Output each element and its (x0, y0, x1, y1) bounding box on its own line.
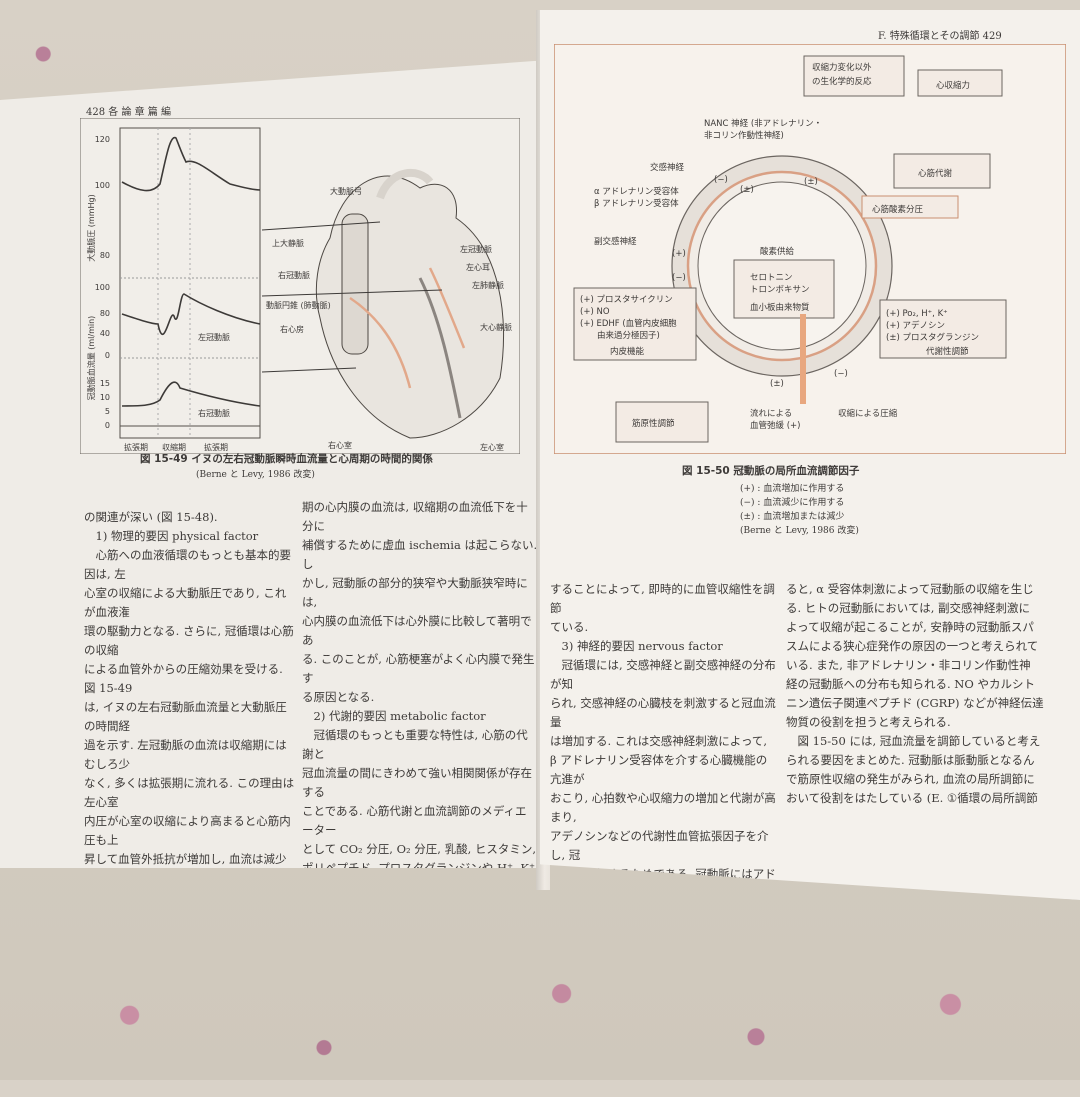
label-thromboxane: トロンボキサン (750, 285, 810, 295)
label-aortic-arch: 大動脈弓 (330, 186, 362, 196)
label-right-atrium: 右心房 (280, 324, 304, 334)
label-edhf-1: (+) EDHF (血管内皮細胞 (580, 318, 677, 329)
tick-mid-1: 80 (100, 309, 110, 318)
tick-mid-3: 0 (105, 351, 110, 360)
label-serotonin: セロトニン (750, 273, 793, 283)
right-page: F. 特殊循環とその調節 429 収縮力変化以外 の生化学的反応 心収縮力 心筋… (540, 10, 1080, 900)
label-prostaglandin: (±) プロスタグランジン (886, 332, 979, 343)
left-page-header: 428 各 論 章 篇 編 (86, 107, 171, 118)
fig-15-49-caption: 図 15-49 イヌの左右冠動脈瞬時血流量と心周期の時間的関係 (140, 453, 433, 465)
tick-top-0: 120 (95, 135, 110, 144)
label-metabolism: 心筋代謝 (918, 168, 953, 179)
phase-systole: 収縮期 (162, 442, 186, 452)
label-sympathetic: 交感神経 (650, 162, 685, 173)
figure-15-49: 120 100 80 100 80 40 0 15 10 5 0 大動脈圧 (m… (80, 118, 520, 454)
label-parasympathetic: 副交感神経 (594, 236, 637, 247)
sign-6: (−) (834, 369, 848, 379)
y-label-aortic: 大動脈圧 (mmHg) (86, 194, 96, 261)
label-flow-dil-2: 血管弛緩 (+) (750, 420, 800, 431)
label-great-cardiac-vein: 大心静脈 (480, 322, 512, 332)
fig-15-49-source: (Berne と Levy, 1986 改変) (196, 470, 315, 480)
phase-diastole-1: 拡張期 (124, 442, 148, 452)
box-myocardial-o2 (861, 195, 959, 219)
label-platelet: 血小板由来物質 (750, 302, 810, 313)
left-page: 428 各 論 章 篇 編 120 100 80 100 80 40 0 15 … (0, 60, 548, 868)
fig-15-50-legend-3: (Berne と Levy, 1986 改変) (740, 526, 859, 536)
sign-2: (±) (804, 177, 818, 187)
phase-diastole-2: 拡張期 (204, 442, 228, 452)
tick-mid-0: 100 (95, 283, 110, 292)
y-label-coronary: 冠動脈血流量 (ml/min) (86, 316, 96, 401)
label-conus: 動脈円錐 (肺動脈) (266, 300, 331, 310)
tick-bot-1: 10 (100, 393, 110, 402)
sign-1: (±) (740, 185, 754, 195)
label-metabolic-reg: 代謝性調節 (926, 346, 969, 357)
figure-arrows (261, 221, 443, 373)
label-flow-dil-1: 流れによる (750, 408, 792, 419)
fig-15-50-legend-1: (−) : 血流減少に作用する (740, 498, 845, 508)
heart-illustration (315, 169, 505, 439)
tick-mid-2: 40 (100, 329, 110, 338)
flow-arrow (800, 314, 806, 404)
tick-top-2: 80 (100, 251, 110, 260)
label-endothelium: 内皮機能 (610, 346, 645, 357)
tick-top-1: 100 (95, 181, 110, 190)
label-left-auricle: 左心耳 (466, 262, 490, 272)
fig-15-50-caption: 図 15-50 冠動脈の局所血流調節因子 (682, 465, 860, 477)
sign-0: (−) (714, 175, 728, 185)
label-edhf-2: 由来過分極因子) (580, 330, 660, 341)
figure-15-50: 収縮力変化以外 の生化学的反応 心収縮力 心筋代謝 心筋酸素分圧 NANC 神経… (554, 44, 1066, 454)
label-nanc-2: 非コリン作動性神経) (704, 130, 784, 141)
label-no: (+) NO (580, 307, 610, 317)
label-adenosine: (+) アデノシン (886, 320, 945, 331)
fig-15-50-legend-2: (±) : 血流増加または減少 (740, 512, 845, 522)
y-axis-tick-labels: 120 100 80 100 80 40 0 15 10 5 0 (95, 135, 110, 430)
box-myogenic (615, 401, 709, 443)
label-compression: 収縮による圧縮 (838, 408, 898, 419)
label-nanc-1: NANC 神経 (非アドレナリン・ (704, 118, 822, 129)
tick-bot-2: 5 (105, 407, 110, 416)
aortic-pressure-curve (121, 136, 261, 192)
box-contractility (917, 69, 1003, 97)
figure-15-50-labels: 収縮力変化以外 の生化学的反応 心収縮力 心筋代謝 心筋酸素分圧 NANC 神経… (580, 62, 979, 431)
label-rca: 右冠動脈 (278, 270, 310, 280)
label-left-pulm-vein: 左肺静脈 (472, 280, 504, 290)
label-o2-supply: 酸素供給 (760, 246, 795, 257)
label-right-coronary: 右冠動脈 (198, 408, 230, 418)
label-beta: β アドレナリン受容体 (594, 198, 679, 209)
right-coronary-flow-curve (121, 381, 261, 407)
label-prostacyclin: (+) プロスタサイクリン (580, 295, 673, 305)
sign-4: (−) (672, 273, 686, 283)
label-biochem-1: 収縮力変化以外 (812, 62, 872, 73)
label-biochem-2: の生化学的反応 (812, 76, 872, 87)
label-contractility: 心収縮力 (936, 80, 970, 91)
label-po2: (+) Po₂, H⁺, K⁺ (886, 309, 948, 319)
left-page-column-1: の関連が深い (図 15-48). 1) 物理的要因 physical fact… (84, 510, 295, 1094)
label-alpha: α アドレナリン受容体 (594, 186, 679, 197)
box-metabolic-reg (879, 299, 1007, 359)
tick-bot-3: 0 (105, 421, 110, 430)
sign-3: (+) (672, 249, 686, 259)
left-page-column-2: 期の心内膜の血流は, 収縮期の血流低下を十分に 補償するために虚血 ischem… (302, 500, 538, 868)
box-myocardial-metabolism (893, 153, 991, 189)
sign-5: (±) (770, 379, 784, 389)
tick-bot-0: 15 (100, 379, 110, 388)
label-right-ventricle: 右心室 (328, 440, 352, 450)
box-platelet-factors (733, 259, 835, 319)
box-endothelial (573, 287, 697, 361)
label-myogenic: 筋原性調節 (632, 418, 675, 429)
label-left-coronary: 左冠動脈 (198, 332, 230, 342)
left-coronary-flow-curve (121, 293, 261, 335)
box-biochem-reaction (803, 55, 905, 97)
right-page-column-2: ると, α 受容体刺激によって冠動脈の収縮を生じ る. ヒトの冠動脈においては,… (786, 582, 1044, 805)
label-left-ventricle: 左心室 (480, 442, 504, 452)
heart-labels: 大動脈弓 上大静脈 右冠動脈 動脈円錐 (肺動脈) 右心房 左冠動脈 左心耳 左… (266, 186, 512, 452)
label-lca: 左冠動脈 (460, 244, 492, 254)
right-page-header: F. 特殊循環とその調節 429 (878, 31, 1002, 42)
fig-15-50-legend-0: (+) : 血流増加に作用する (740, 484, 845, 494)
label-svc: 上大静脈 (272, 238, 304, 248)
label-o2-pressure: 心筋酸素分圧 (872, 204, 924, 215)
